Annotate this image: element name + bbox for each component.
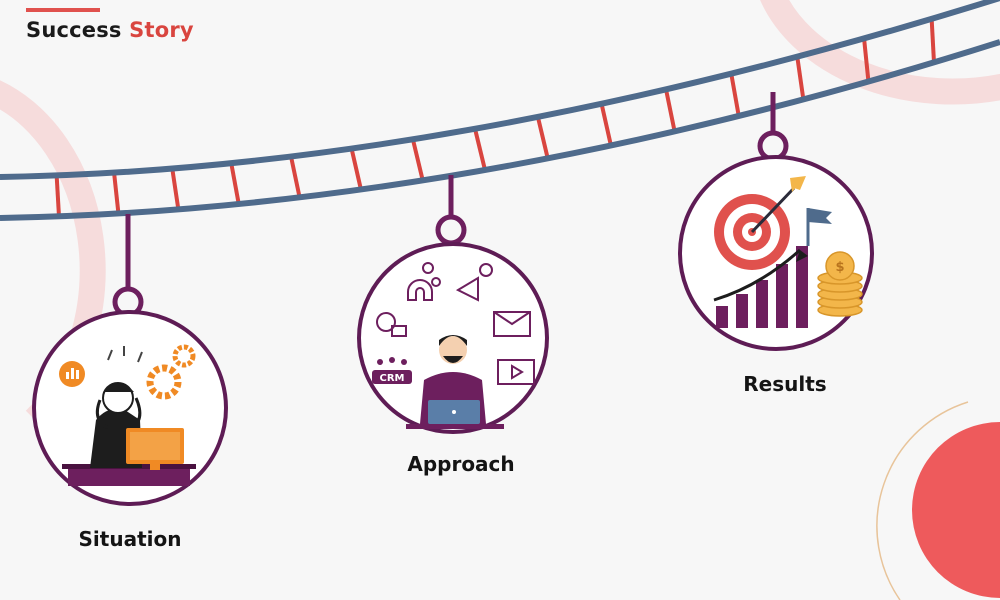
stage-label-situation: Situation [78,527,182,551]
ladder-rung [112,172,121,214]
brand-title: Success Story [26,18,194,42]
situation-medallion [32,310,228,506]
brand-header: Success Story [26,8,194,42]
ladder-rungs [54,18,936,217]
marketer-laptop-icon: CRM [372,262,535,429]
results-medallion: $ [678,155,874,351]
ladder-rung [664,88,677,132]
stage-label-results: Results [743,372,827,396]
ladder-rung [229,162,241,205]
ladder-rung [535,116,550,159]
ladder-rail-bottom [0,39,1000,221]
ladder-rung [170,168,181,210]
ladder-rung [473,128,487,171]
ladder-rung [289,156,302,198]
stage-label-approach: Approach [407,452,515,476]
approach-medallion: CRM [357,242,549,434]
rope-ladder [0,0,1000,221]
ladder-rung [599,103,613,146]
brand-accent-bar [26,8,100,12]
ladder-rung [862,38,871,82]
ladder-rung [54,175,61,217]
ladder-rung [929,18,936,63]
ladder-rung [410,138,425,181]
crm-badge-label: CRM [380,373,405,384]
brand-title-word-1: Success [26,18,122,42]
brand-title-word-2: Story [129,18,194,42]
coin-currency-symbol: $ [835,260,844,275]
ladder-rung [349,148,363,190]
ladder-rung [795,56,806,100]
target-growth-icon: $ [713,176,863,328]
stressed-person-icon [59,344,196,486]
coin-stack [817,251,863,317]
ladder-rung [729,73,741,117]
ladder-rail-top [0,0,1000,180]
